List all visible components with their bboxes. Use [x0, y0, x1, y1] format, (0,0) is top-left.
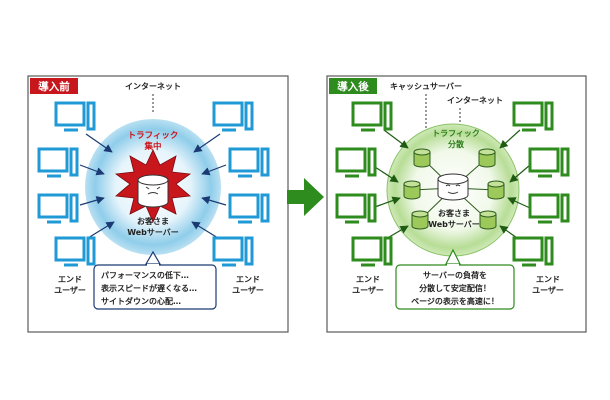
before-monitor-icon: [37, 193, 79, 224]
before-end-user-right-line2: ユーザー: [232, 286, 264, 295]
after-callout-line1: サーバーの負荷を: [423, 270, 487, 280]
before-server-line2: Webサーバー: [127, 228, 179, 237]
after-tag: 導入後: [337, 80, 369, 93]
before-internet-label: インターネット: [125, 81, 181, 91]
cache-server-icon: [479, 210, 497, 230]
arrow-right-icon: [287, 178, 324, 216]
after-monitor-icon: [351, 101, 393, 132]
after-server-icon: [437, 173, 469, 201]
before-end-user-right-line1: エンド: [236, 275, 260, 284]
after-internet-label: インターネット: [447, 95, 503, 105]
cache-server-icon: [403, 180, 421, 200]
after-monitor-icon: [528, 193, 570, 224]
after-end-user-right-line2: ユーザー: [532, 286, 564, 295]
after-callout: サーバーの負荷を 分散して安定配信！ ページの表示を高速に！: [395, 248, 515, 310]
before-traffic-line1: トラフィック: [128, 130, 179, 141]
before-server-icon: [137, 174, 169, 208]
after-server-line1: お客さま: [438, 208, 470, 218]
cache-server-icon: [411, 210, 429, 230]
before-monitor-icon: [212, 236, 254, 267]
cache-server-icon: [487, 180, 505, 200]
before-monitor-icon: [37, 147, 79, 178]
before-monitor-icon: [212, 101, 254, 132]
before-callout-line2: 表示スピードが遅くなる…: [100, 283, 197, 293]
before-tag: 導入前: [38, 80, 70, 93]
after-panel: 導入後 キャッシュサーバー インターネット: [326, 75, 587, 333]
after-monitor-icon: [528, 147, 570, 178]
before-end-user-left-line1: エンド: [58, 275, 82, 284]
before-traffic-arrows: [79, 133, 227, 239]
before-server-line1: お客さま: [137, 216, 169, 226]
after-end-user-right-line1: エンド: [536, 275, 560, 284]
after-end-user-left-line2: ユーザー: [352, 286, 384, 295]
after-traffic-line1: トラフィック: [432, 128, 480, 138]
after-monitor-icon: [351, 236, 393, 267]
before-callout-line3: サイトダウンの心配…: [101, 296, 181, 306]
before-traffic-line2: 集中: [143, 141, 161, 152]
cache-server-icon: [413, 148, 431, 168]
after-server-line2: Webサーバー: [428, 220, 480, 229]
before-callout: パフォーマンスの低下… 表示スピードが遅くなる… サイトダウンの心配…: [93, 250, 217, 310]
after-traffic-line2: 分散: [448, 139, 465, 149]
before-callout-line1: パフォーマンスの低下…: [101, 270, 189, 280]
before-monitor-icon: [228, 193, 270, 224]
after-monitor-icon: [512, 101, 554, 132]
after-end-user-left-line1: エンド: [356, 275, 380, 284]
before-monitor-icon: [54, 101, 96, 132]
before-monitor-icon: [54, 236, 96, 267]
before-monitor-icon: [228, 147, 270, 178]
after-callout-line2: 分散して安定配信！: [419, 283, 491, 293]
after-cache-label: キャッシュサーバー: [390, 82, 462, 91]
after-monitor-icon: [335, 147, 377, 178]
cache-server-icon: [478, 148, 496, 168]
before-panel: 導入前 インターネット トラフィック 集中 お客さま Webサーバー: [27, 75, 289, 333]
after-callout-line3: ページの表示を高速に！: [411, 296, 499, 306]
after-monitor-icon: [335, 193, 377, 224]
after-monitor-icon: [512, 236, 554, 267]
before-end-user-left-line2: ユーザー: [54, 286, 86, 295]
